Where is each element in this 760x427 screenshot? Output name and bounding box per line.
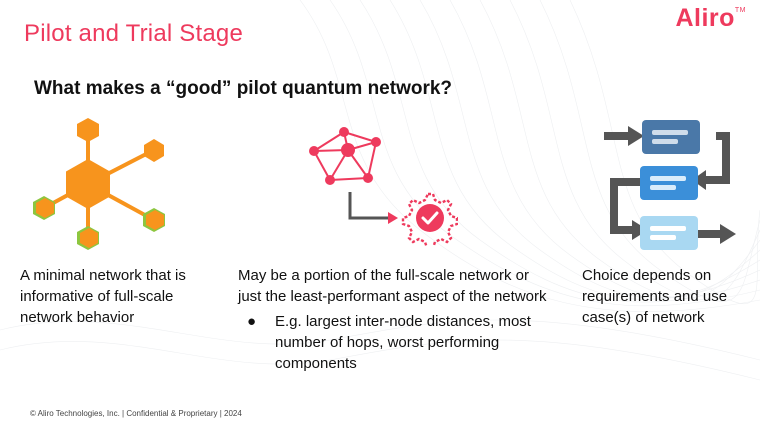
column-choice: Choice depends on requirements and use c… — [582, 265, 752, 328]
bullet-marker: ● — [247, 313, 257, 330]
bullet-list: ● E.g. largest inter-node distances, mos… — [238, 311, 548, 374]
aliro-logo: AliroTM — [675, 4, 746, 32]
section-question: What makes a “good” pilot quantum networ… — [34, 78, 453, 99]
footer-copyright: © Aliro Technologies, Inc. | Confidentia… — [30, 409, 242, 418]
column-text: Choice depends on requirements and use c… — [582, 267, 728, 326]
column-portion-network: May be a portion of the full-scale netwo… — [238, 265, 548, 374]
network-graph-icon — [309, 127, 381, 185]
column-minimal-network: A minimal network that is informative of… — [20, 265, 210, 328]
column-text: A minimal network that is informative of… — [20, 267, 186, 326]
bullet-text: E.g. largest inter-node distances, most … — [275, 313, 531, 372]
list-item: ● E.g. largest inter-node distances, mos… — [247, 311, 548, 374]
column-text: May be a portion of the full-scale netwo… — [238, 267, 547, 305]
gear-check-icon — [401, 192, 458, 246]
hexagon-network-icon — [33, 118, 165, 250]
flow-loop-icon — [604, 120, 736, 250]
right-angle-arrow-icon — [348, 192, 398, 224]
page-title: Pilot and Trial Stage — [24, 20, 243, 47]
